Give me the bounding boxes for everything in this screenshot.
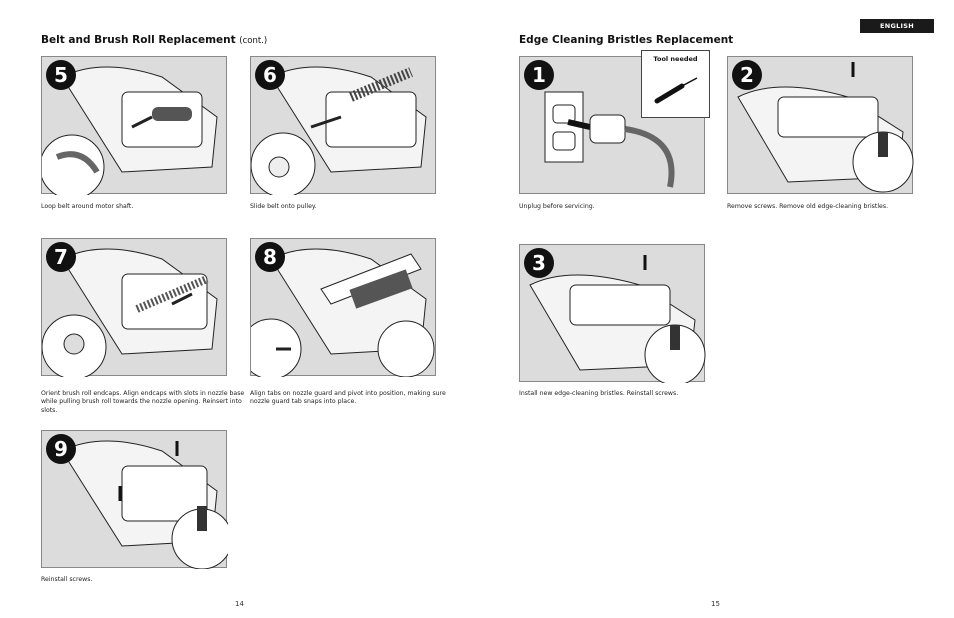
right-section-title: Edge Cleaning Bristles Replacement [519,34,734,46]
step-8-caption: Align tabs on nozzle guard and pivot int… [250,390,446,406]
left-section-title: Belt and Brush Roll Replacement (cont.) [41,34,267,46]
reinstall-screws-illustration [61,440,228,569]
step-5-caption: Loop belt around motor shaft. [41,203,134,210]
step-9-illustration: 9 [41,430,228,569]
left-page-number: 14 [235,600,244,608]
step-8-badge: 8 [255,242,285,272]
tool-needed-box: Tool needed [641,50,710,118]
step-6-illustration: 6 [250,56,436,195]
step-3-badge: 3 [524,248,554,278]
screwdriver-icon [654,77,698,104]
step-8-illustration: 8 [250,238,436,377]
step-3-illustration: 3 [519,244,706,383]
step-9-caption: Reinstall screws. [41,576,93,583]
step-3-caption: Install new edge-cleaning bristles. Rein… [519,390,679,397]
step-2-illustration: 2 [727,56,914,194]
step-1-caption: Unplug before servicing. [519,203,595,210]
step-7-illustration: 7 [41,238,227,377]
right-page-number: 15 [711,600,720,608]
step-1-badge: 1 [524,60,554,90]
unplug-outlet-illustration [544,91,675,188]
step-6-caption: Slide belt onto pulley. [250,203,317,210]
remove-bristles-illustration [737,62,914,193]
install-bristles-illustration [529,255,706,383]
left-title-suffix: (cont.) [239,36,268,46]
step-9-badge: 9 [46,434,76,464]
brush-roll-endcap-illustration [42,248,218,377]
vacuum-pulley-illustration [251,66,427,195]
step-7-caption: Orient brush roll endcaps. Align endcaps… [41,390,245,414]
step-6-badge: 6 [255,60,285,90]
step-7-badge: 7 [46,242,76,272]
step-5-badge: 5 [46,60,76,90]
left-title-text: Belt and Brush Roll Replacement [41,34,236,46]
tool-needed-label: Tool needed [653,55,698,63]
step-2-caption: Remove screws. Remove old edge-cleaning … [727,203,889,210]
nozzle-guard-illustration [251,248,435,377]
step-5-illustration: 5 [41,56,227,195]
step-2-badge: 2 [732,60,762,90]
language-badge: ENGLISH [860,19,934,33]
vacuum-belt-motor-illustration [42,66,218,195]
